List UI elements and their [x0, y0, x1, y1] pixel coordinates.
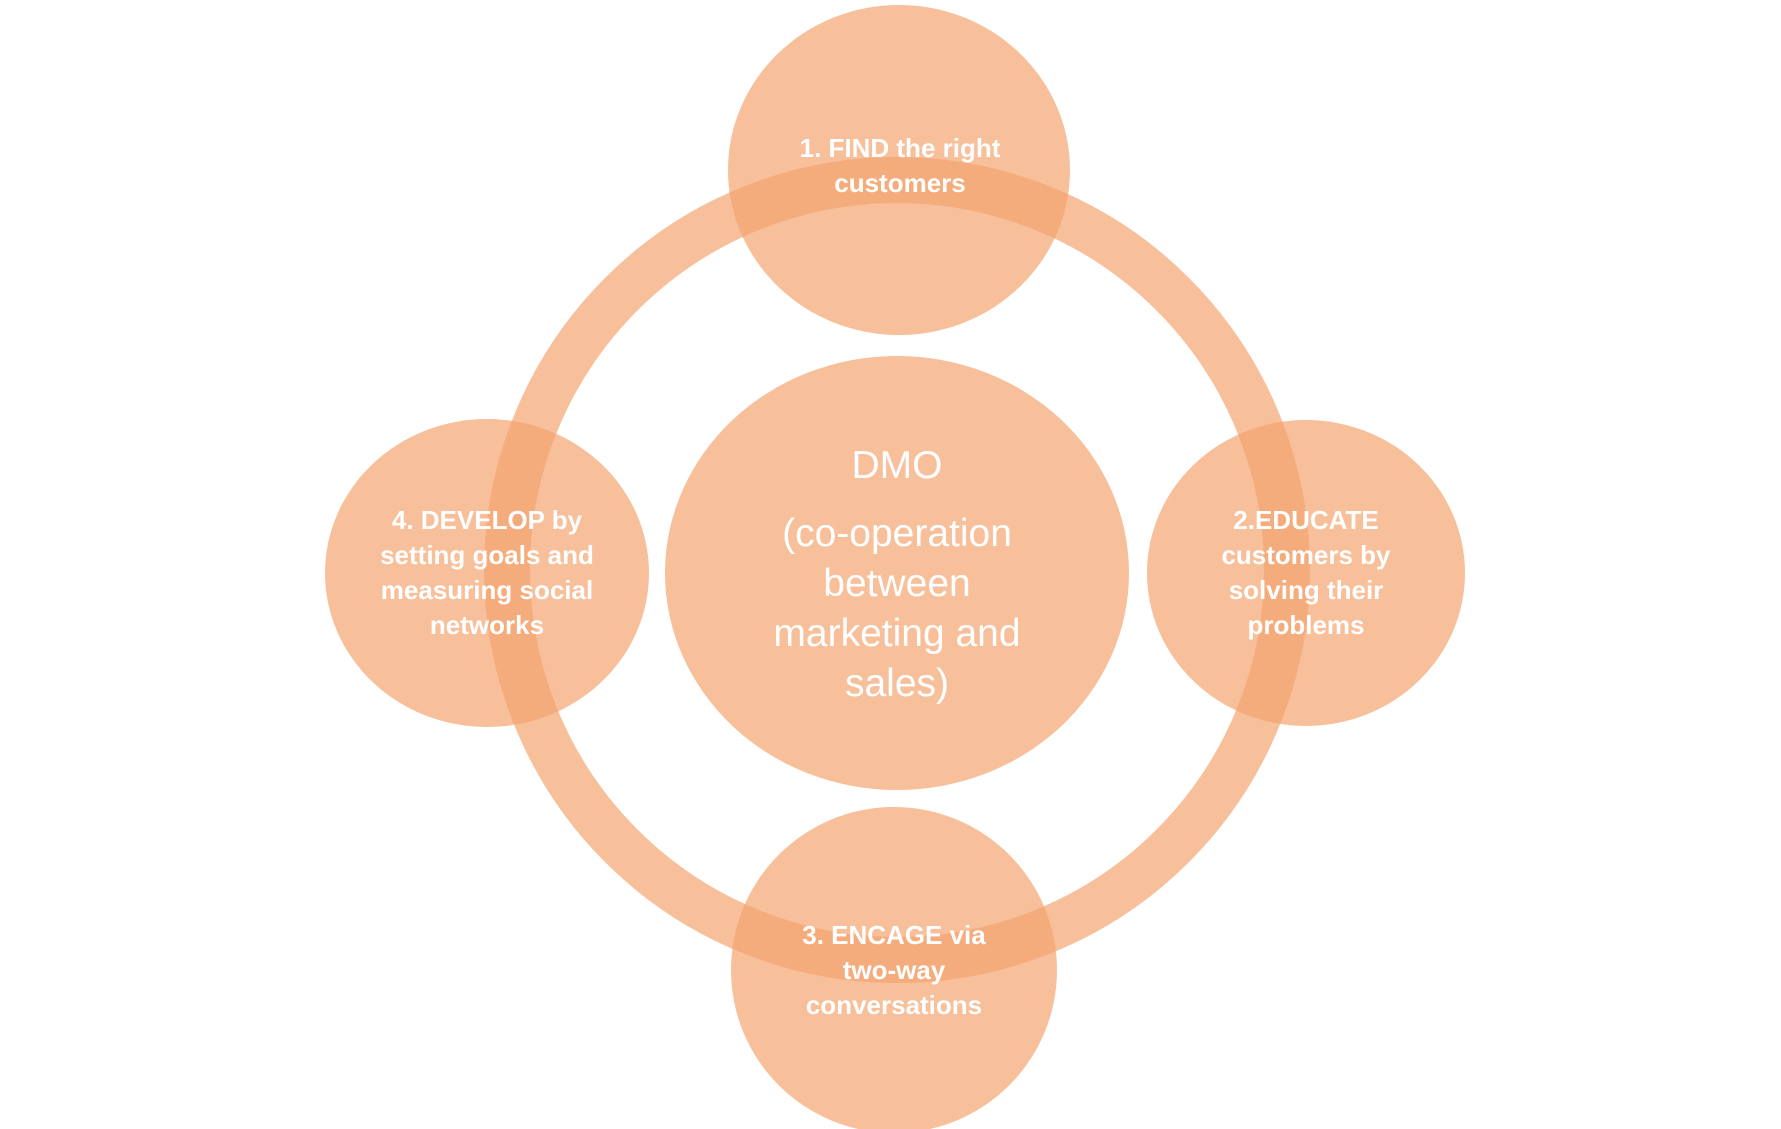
step-3-text: 3. ENCAGE via two-way conversations	[802, 919, 986, 1020]
step-2-text: 2.EDUCATE customers by solving their pro…	[1221, 505, 1391, 640]
step-4-text: 4. DEVELOP by setting goals and measurin…	[380, 505, 594, 640]
step-4-label: 4. DEVELOP by setting goals and measurin…	[372, 503, 602, 643]
center-circle	[665, 356, 1129, 790]
step-1-label: 1. FIND the right customers	[770, 126, 1030, 206]
step-3-circle	[731, 807, 1057, 1129]
step-3-label: 3. ENCAGE via two-way conversations	[774, 915, 1014, 1025]
step-1-circle	[728, 5, 1070, 335]
center-label: DMO (co-operation between marketing and …	[737, 430, 1057, 720]
center-title: DMO	[851, 444, 943, 487]
center-subtitle: (co-operation between marketing and sale…	[773, 512, 1021, 705]
step-2-label: 2.EDUCATE customers by solving their pro…	[1196, 503, 1416, 643]
step-1-text: 1. FIND the right customers	[799, 133, 1001, 198]
step-2-circle	[1147, 420, 1465, 726]
step-4-circle	[325, 419, 649, 727]
